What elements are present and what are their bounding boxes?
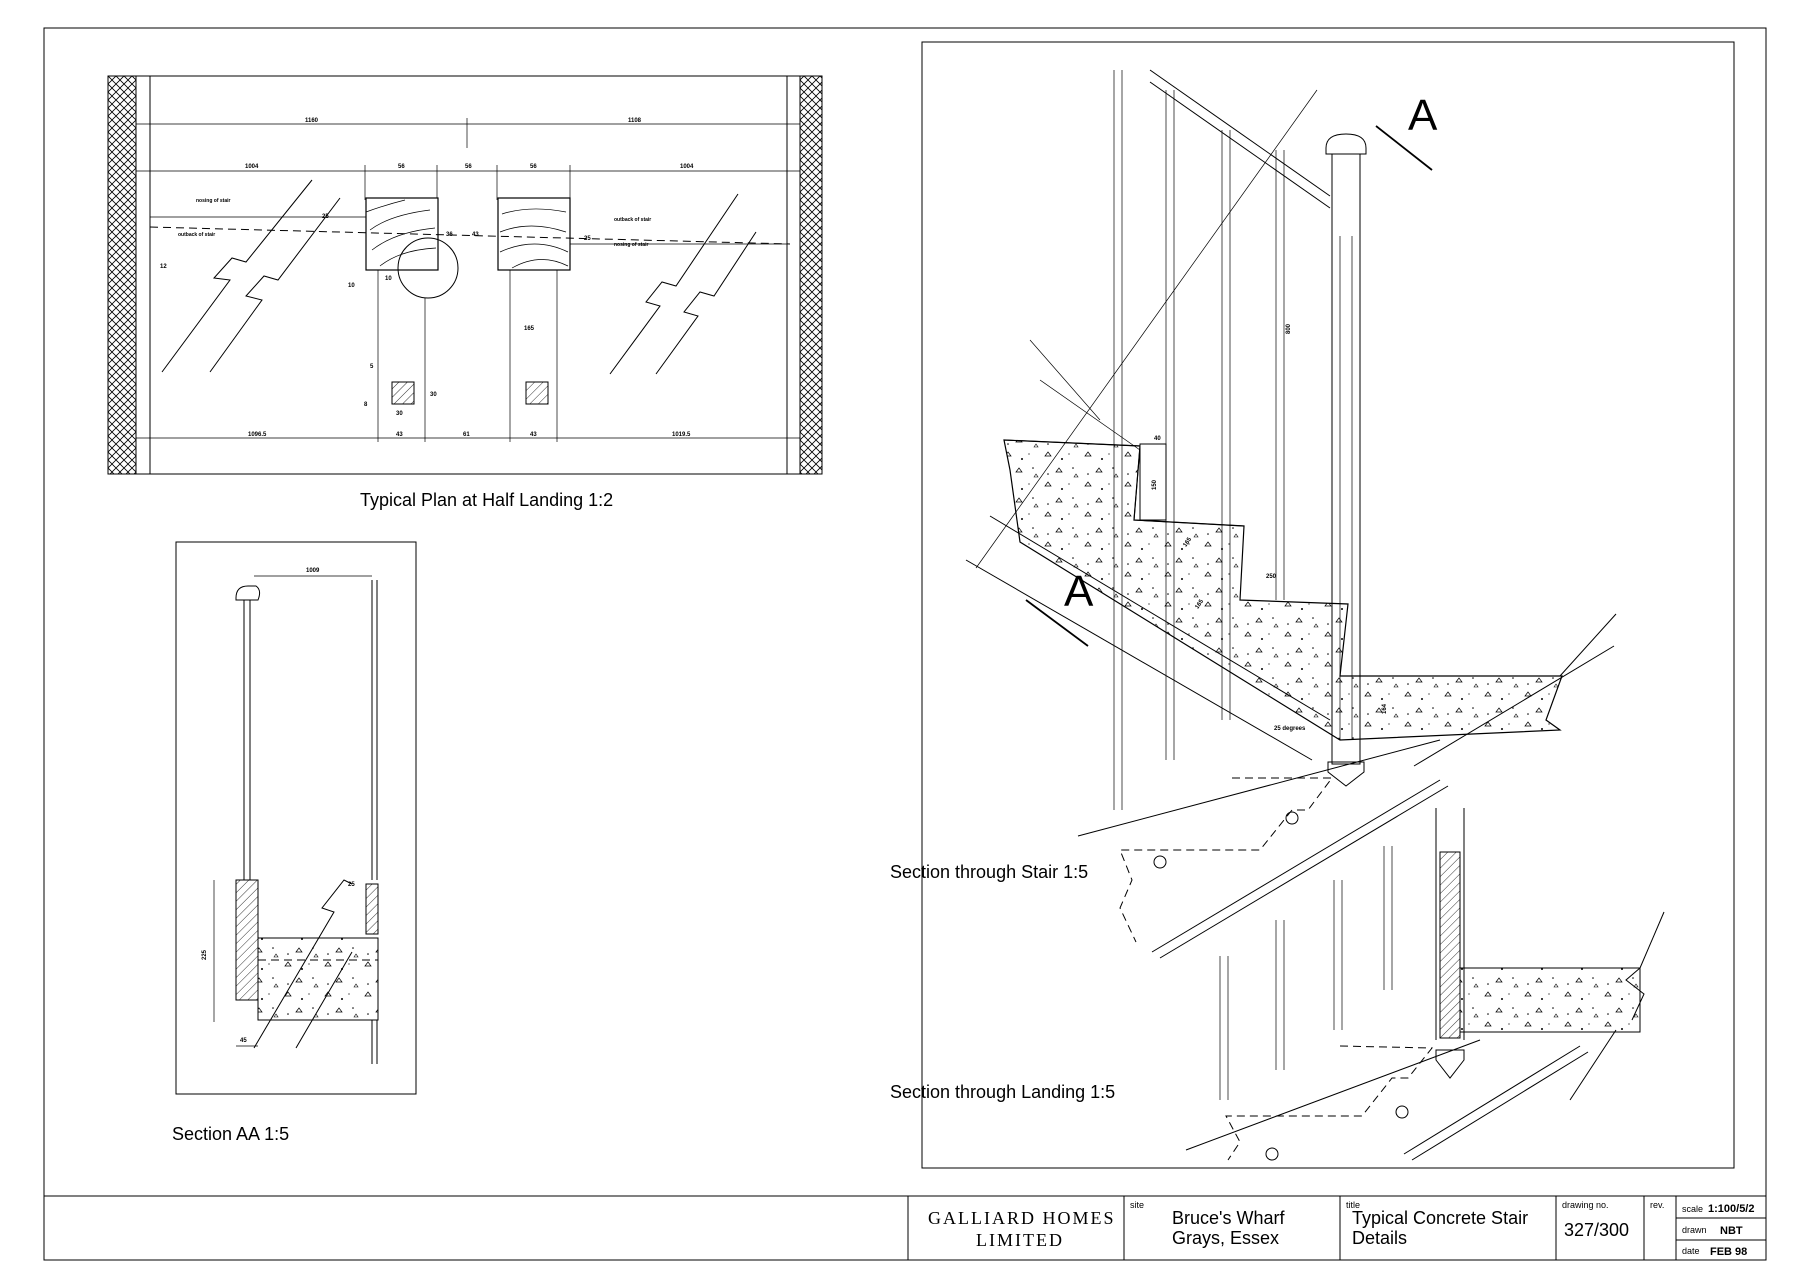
landing-fixing-circle-1: [1395, 1105, 1409, 1119]
landing-concrete: [1459, 967, 1641, 1033]
drawn-value: NBT: [1720, 1225, 1743, 1237]
plan-handrail-circle: [397, 237, 459, 299]
site-label: site: [1130, 1200, 1144, 1210]
dim-misc-10: 30: [396, 411, 403, 417]
section-aa-frame: [175, 541, 417, 1095]
aa-dim-2: 25: [348, 882, 355, 888]
stair-fixing-circle-2: [1153, 855, 1167, 869]
dim-misc-8: 165: [524, 326, 535, 332]
aa-dim-3: 225: [202, 949, 208, 960]
dim-row2-1: 1004: [245, 164, 259, 170]
date-value: FEB 98: [1710, 1246, 1747, 1258]
stair-dim-3: 150: [1152, 479, 1158, 490]
plan-view: 1160 1108 1004 56 56 56 1004 nosing of s…: [107, 75, 823, 510]
scale-value: 1:100/5/2: [1708, 1203, 1754, 1215]
dim-misc-9: 5: [370, 364, 374, 370]
dim-misc-11: 30: [430, 392, 437, 398]
plan-wall-right: [799, 75, 823, 475]
rev-label: rev.: [1650, 1200, 1664, 1210]
dim-misc-4: 36: [446, 232, 453, 238]
title-line1: Typical Concrete Stair: [1352, 1208, 1528, 1228]
aa-dim-4: 45: [240, 1038, 247, 1044]
stair-dim-8: 165: [1194, 598, 1205, 610]
section-aa-stringer-left: [235, 879, 259, 1001]
dim-row2-5: 1004: [680, 164, 694, 170]
stair-dim-1: 800: [1286, 323, 1292, 334]
company-name-line2: LIMITED: [976, 1230, 1064, 1250]
dim-row2-3: 56: [465, 164, 472, 170]
plan-wall-left: [107, 75, 137, 475]
plan-newel-right: [497, 197, 571, 271]
dim-misc-3: 43: [472, 232, 479, 238]
dim-bottom-4: 43: [530, 432, 537, 438]
dim-misc-2: 25: [322, 214, 329, 220]
title-line2: Details: [1352, 1228, 1407, 1248]
dim-bottom-1: 1096.5: [248, 432, 267, 438]
dim-top-right: 1108: [628, 118, 642, 124]
section-aa-concrete: [257, 937, 379, 1021]
dim-top-left: 1160: [305, 118, 319, 124]
plan-title: Typical Plan at Half Landing 1:2: [360, 490, 613, 510]
scale-label: scale: [1682, 1204, 1703, 1214]
title-block: GALLIARD HOMES LIMITED site Bruce's Whar…: [44, 1195, 1766, 1260]
section-aa-title: Section AA 1:5: [172, 1124, 289, 1144]
note-outback-left: outback of stair: [178, 232, 215, 238]
dim-row2-4: 56: [530, 164, 537, 170]
dim-misc-7: 25: [584, 236, 591, 242]
note-outback-right: outback of stair: [614, 217, 651, 223]
section-aa-handrail: [235, 585, 261, 601]
stair-dim-4: 250: [1266, 574, 1277, 580]
date-label: date: [1682, 1246, 1700, 1256]
section-stair-title: Section through Stair 1:5: [890, 862, 1088, 882]
drawn-label: drawn: [1682, 1225, 1707, 1235]
dim-misc-12: 8: [364, 402, 368, 408]
section-aa-view: 1009 25 225 45 Section AA 1:5: [172, 541, 417, 1144]
dim-misc-5: 10: [385, 276, 392, 282]
plan-baluster-right: [525, 381, 549, 405]
dim-misc-1: 12: [160, 264, 167, 270]
stair-dim-6: 164: [1382, 703, 1388, 714]
landing-fixing-circle-2: [1265, 1147, 1279, 1161]
drawing-no-label: drawing no.: [1562, 1200, 1609, 1210]
dim-row2-2: 56: [398, 164, 405, 170]
landing-stringer: [1439, 851, 1461, 1039]
stair-dim-5: 25 degrees: [1274, 726, 1306, 732]
site-line1: Bruce's Wharf: [1172, 1208, 1285, 1228]
stair-dim-2: 40: [1154, 436, 1161, 442]
note-nosing-right: nosing of stair: [614, 242, 649, 248]
drawing-no: 327/300: [1564, 1220, 1629, 1240]
plan-frame: [107, 75, 823, 475]
site-line2: Grays, Essex: [1172, 1228, 1279, 1248]
dim-bottom-2: 43: [396, 432, 403, 438]
stair-section-frame: [921, 41, 1735, 1169]
stair-section-view: A A 800 40 150 250 25 degrees 164 165 16…: [890, 41, 1735, 1169]
stair-fixing-circle-1: [1285, 811, 1299, 825]
stair-newel-finial: [1327, 761, 1365, 787]
note-nosing-left: nosing of stair: [196, 198, 231, 204]
dim-bottom-5: 1019.5: [672, 432, 691, 438]
stair-dim-7: 165: [1182, 536, 1193, 548]
section-landing-title: Section through Landing 1:5: [890, 1082, 1115, 1102]
company-name-line1: GALLIARD HOMES: [928, 1208, 1116, 1228]
dim-misc-6: 10: [348, 283, 355, 289]
aa-dim-1: 1009: [306, 568, 320, 574]
stair-newel-cap: [1325, 133, 1367, 155]
plan-baluster-left: [391, 381, 415, 405]
dim-bottom-3: 61: [463, 432, 470, 438]
sheet-border: [43, 27, 1767, 1261]
section-marker-top: A: [1408, 91, 1438, 140]
title-label: title: [1346, 1200, 1360, 1210]
section-aa-stringer-right: [365, 883, 379, 935]
